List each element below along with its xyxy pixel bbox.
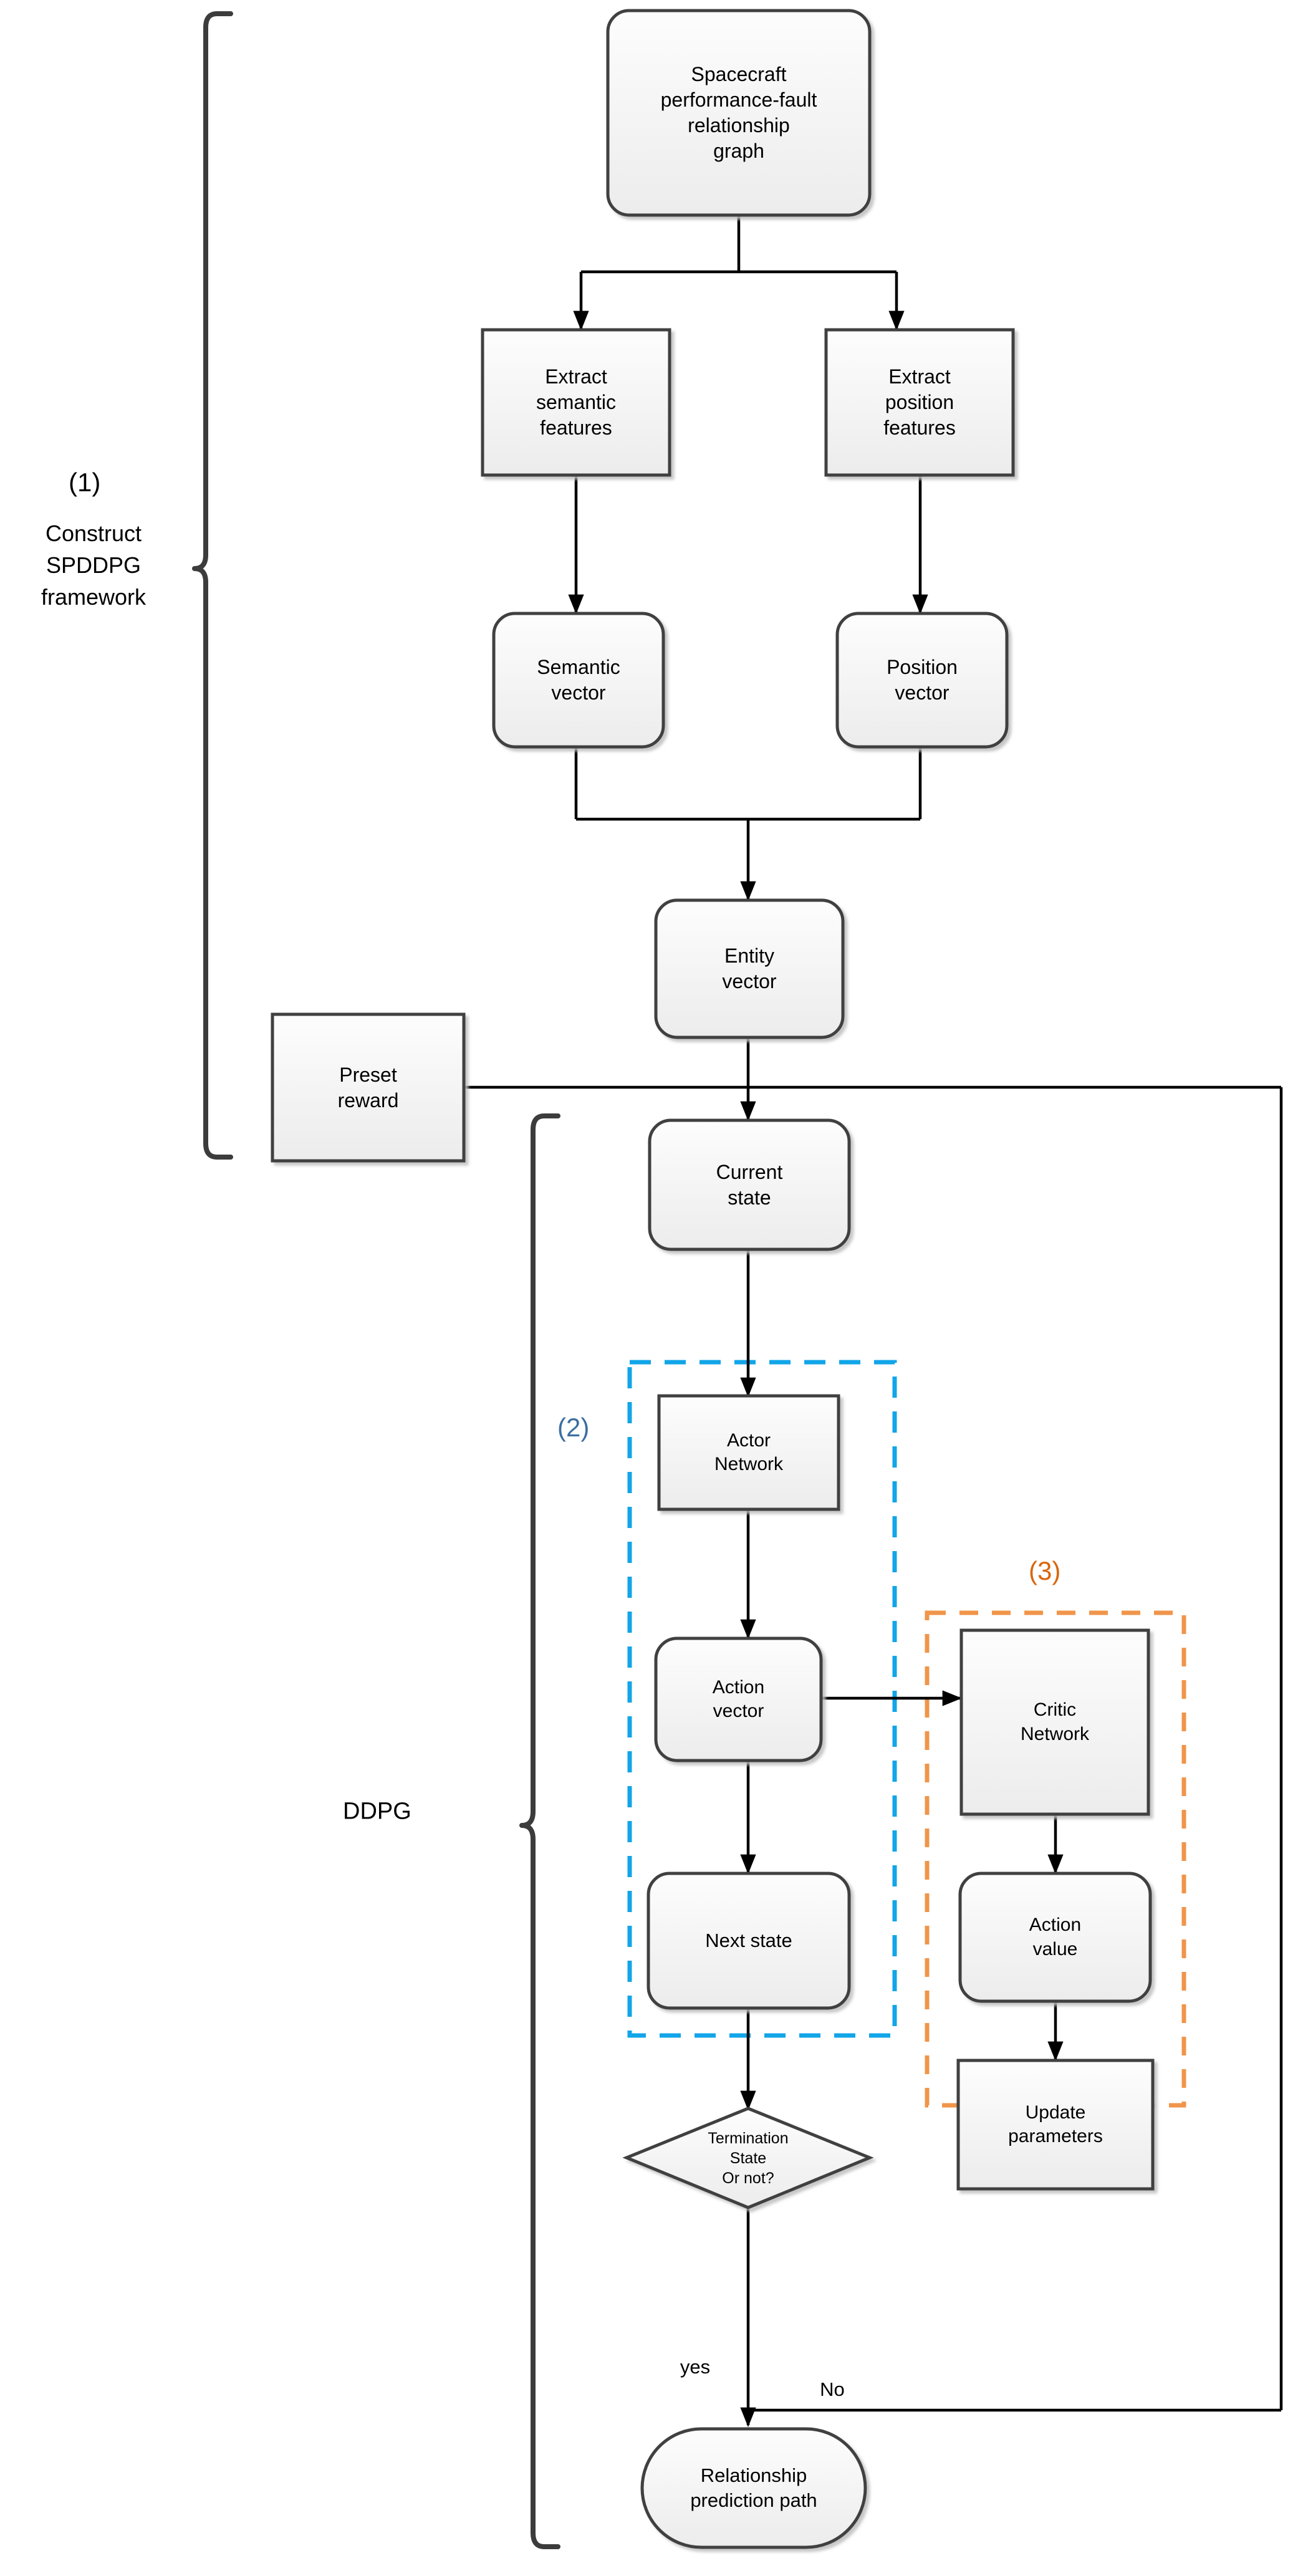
group-label-step1-desc: Construct SPDDPG framework [41, 521, 147, 610]
node-termination[interactable] [622, 2107, 874, 2209]
group-label-step3: (3) [1029, 1556, 1061, 1585]
node-extract-position[interactable] [824, 328, 1015, 477]
node-graph[interactable] [606, 9, 872, 217]
bracket-construct [192, 11, 233, 1160]
node-update-parameters[interactable] [956, 2059, 1155, 2191]
bracket-ddpg [519, 1113, 560, 2549]
group-label-step2: (2) [557, 1413, 590, 1442]
edge-label-no: No [820, 2378, 845, 2400]
node-next-state[interactable] [647, 1872, 851, 2010]
node-relationship-path[interactable] [640, 2427, 867, 2549]
group-label-step1: (1) [69, 468, 101, 497]
node-current-state[interactable] [648, 1118, 851, 1251]
node-preset-reward[interactable] [271, 1012, 466, 1163]
node-critic-network[interactable] [959, 1628, 1150, 1816]
node-position-vector[interactable] [835, 612, 1009, 749]
group-label-ddpg: DDPG [343, 1798, 411, 1825]
node-semantic-vector[interactable] [492, 612, 665, 749]
node-action-vector[interactable] [654, 1636, 823, 1762]
node-entity-vector[interactable] [654, 898, 845, 1039]
node-action-value[interactable] [958, 1872, 1152, 2003]
edge-label-yes: yes [680, 2356, 711, 2378]
node-actor-network[interactable] [657, 1394, 840, 1511]
node-extract-semantic[interactable] [481, 328, 671, 477]
